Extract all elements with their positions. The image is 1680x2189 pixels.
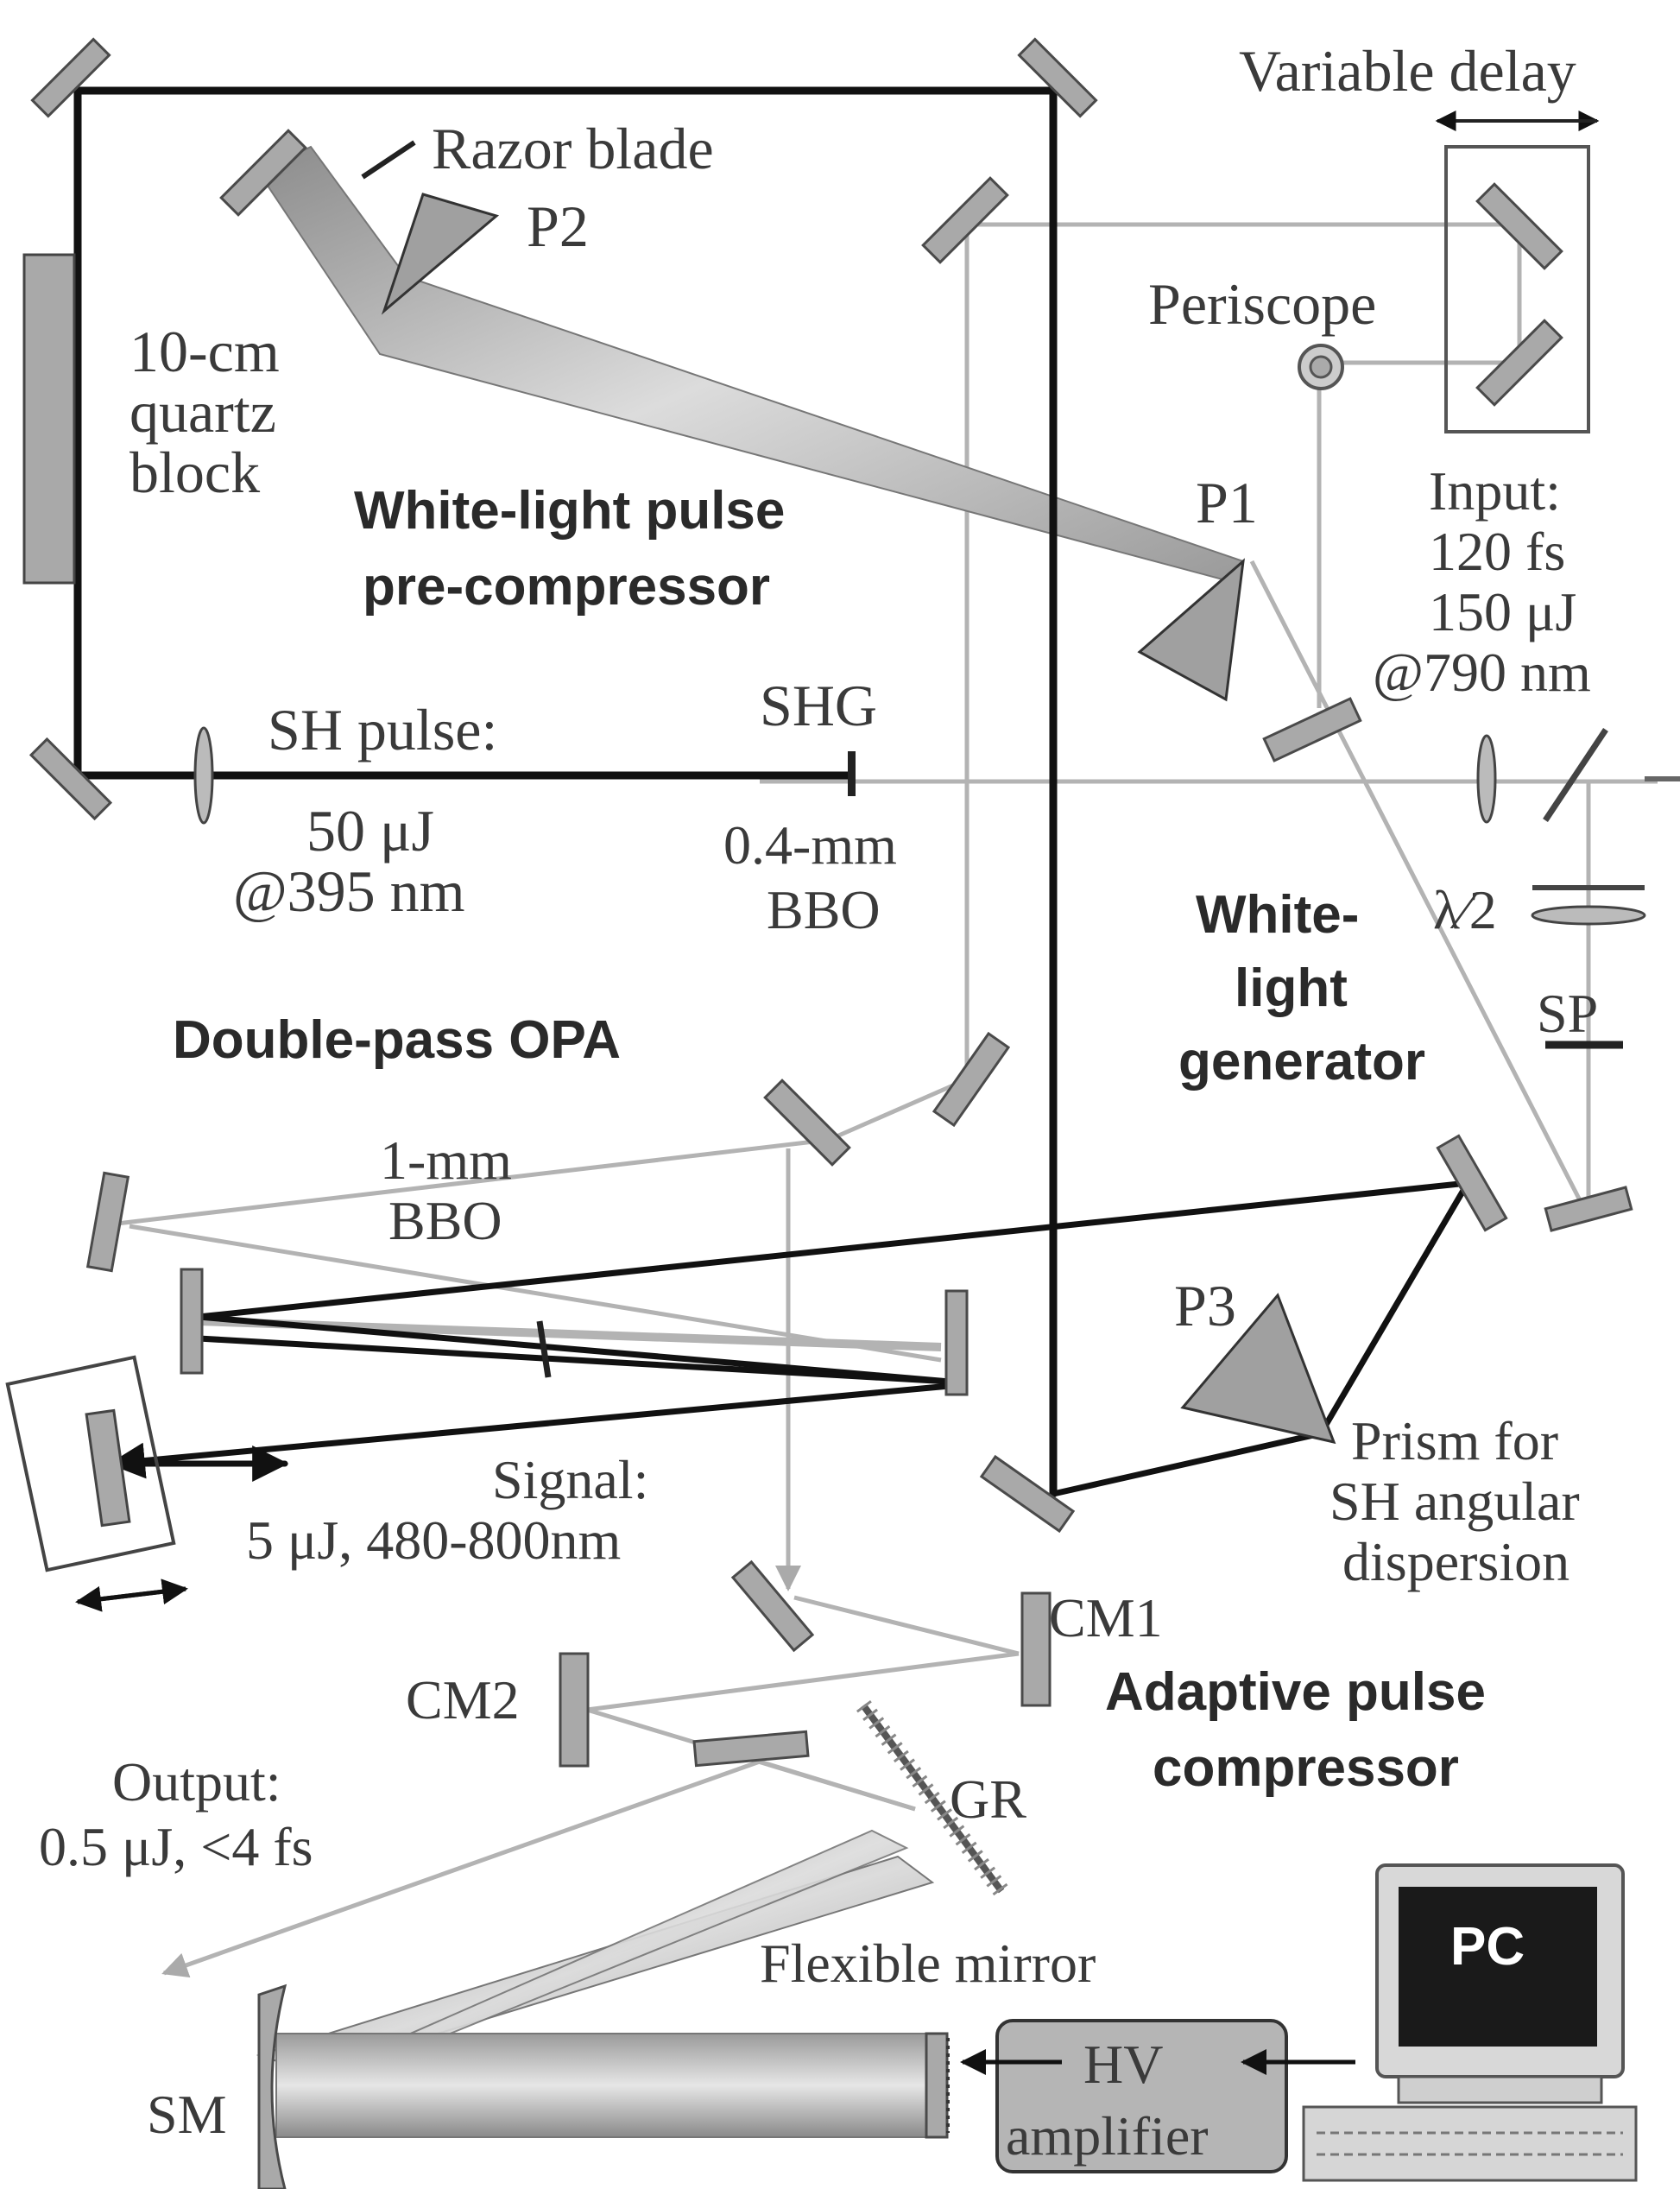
label-wlg-2: light bbox=[1235, 958, 1348, 1018]
label-prism-sh-2: SH angular bbox=[1329, 1471, 1580, 1532]
mirror-p2-retro bbox=[219, 129, 307, 217]
label-half-wave: λ⁄2 bbox=[1433, 879, 1497, 940]
label-quartz-3: block bbox=[129, 440, 260, 505]
label-input-4: @790 nm bbox=[1373, 642, 1591, 703]
label-bbo-1-2: BBO bbox=[388, 1190, 502, 1251]
pc-keyboard bbox=[1302, 2105, 1638, 2182]
hv-amplifier-box bbox=[995, 2019, 1288, 2173]
lens-input bbox=[1476, 734, 1497, 824]
prism-p3 bbox=[1180, 1293, 1336, 1445]
mirror-opa-curved-left bbox=[180, 1268, 204, 1375]
label-hv-1: HV bbox=[1083, 2034, 1163, 2095]
label-input-1: Input: bbox=[1429, 460, 1561, 522]
label-output-1: Output: bbox=[112, 1751, 281, 1813]
mirror-opa-stage bbox=[85, 1408, 131, 1528]
label-opa: Double-pass OPA bbox=[173, 1010, 621, 1070]
label-pc: PC bbox=[1450, 1917, 1525, 1977]
label-variable-delay: Variable delay bbox=[1239, 38, 1576, 104]
label-sh-pulse: SH pulse: bbox=[268, 697, 497, 762]
mirror-opa-pump-in bbox=[932, 1031, 1011, 1128]
label-hv-2: amplifier bbox=[1006, 2105, 1209, 2167]
label-flex-mirror: Flexible mirror bbox=[760, 1933, 1096, 1994]
label-signal-1: Signal: bbox=[492, 1449, 648, 1510]
quartz-block bbox=[22, 253, 76, 585]
label-precompressor-1: White-light pulse bbox=[354, 481, 785, 541]
label-apc-1: Adaptive pulse bbox=[1105, 1662, 1486, 1722]
label-input-2: 120 fs bbox=[1429, 521, 1565, 582]
beamsplitter-input bbox=[1543, 728, 1608, 822]
label-precompressor-2: pre-compressor bbox=[363, 557, 770, 617]
mirror-sm bbox=[257, 1983, 287, 2189]
text-labels: Variable delay Razor blade P2 Periscope … bbox=[39, 38, 1598, 2167]
adaptive-compressor-beams bbox=[256, 1829, 935, 2138]
label-sm: SM bbox=[147, 2084, 227, 2145]
label-p1: P1 bbox=[1196, 470, 1258, 535]
mirror-top-left bbox=[30, 37, 111, 118]
label-quartz-1: 10-cm bbox=[129, 319, 280, 384]
mirror-top-right bbox=[1017, 37, 1098, 118]
mirror-opa-curved-right bbox=[944, 1289, 969, 1396]
label-cm1: CM1 bbox=[1049, 1587, 1163, 1648]
prisms bbox=[381, 193, 1336, 1445]
label-sh-energy: 50 μJ bbox=[306, 798, 434, 864]
mirror-delay-feed bbox=[921, 176, 1009, 264]
mirror-sh-fold bbox=[1436, 1134, 1508, 1232]
lens-wlg bbox=[1531, 905, 1646, 926]
mirror-delay-1 bbox=[1475, 182, 1563, 270]
mirror-sh-bottom bbox=[979, 1454, 1076, 1534]
label-quartz-2: quartz bbox=[129, 379, 276, 445]
label-prism-sh-3: dispersion bbox=[1342, 1531, 1569, 1592]
mirrors bbox=[28, 37, 1633, 2189]
lenses-and-crystals bbox=[22, 253, 1680, 1378]
label-sh-wavelength: @395 nm bbox=[233, 858, 465, 924]
label-bbo-04-2: BBO bbox=[767, 879, 881, 940]
opa-bbo-crystal bbox=[536, 1320, 552, 1378]
label-periscope: Periscope bbox=[1148, 271, 1376, 337]
label-input-3: 150 μJ bbox=[1429, 581, 1576, 642]
shg-crystal bbox=[848, 751, 856, 796]
prism-p1 bbox=[1137, 558, 1245, 702]
mirror-signal-out bbox=[730, 1560, 815, 1653]
mirror-pickoff bbox=[692, 1730, 810, 1768]
label-gr: GR bbox=[950, 1768, 1026, 1830]
label-apc-2: compressor bbox=[1153, 1738, 1459, 1798]
razor-blade-icon bbox=[361, 140, 416, 180]
prism-p2 bbox=[381, 193, 500, 315]
label-wlg-3: generator bbox=[1178, 1032, 1425, 1091]
label-output-2: 0.5 μJ, <4 fs bbox=[39, 1816, 313, 1877]
label-p3: P3 bbox=[1174, 1273, 1236, 1338]
mirror-opa-dichroic bbox=[763, 1079, 851, 1167]
variable-delay-stage bbox=[1435, 111, 1600, 433]
label-cm2: CM2 bbox=[406, 1669, 520, 1730]
label-prism-sh-1: Prism for bbox=[1351, 1410, 1558, 1471]
mirror-sh-bottom-left bbox=[28, 737, 113, 821]
label-sp: SP bbox=[1537, 983, 1598, 1044]
pc-icon bbox=[1302, 1863, 1638, 2182]
pc-screen bbox=[1399, 1887, 1597, 2047]
flexible-mirror bbox=[925, 2032, 949, 2139]
label-wlg-1: White- bbox=[1196, 885, 1359, 945]
label-shg: SHG bbox=[760, 673, 877, 738]
mirror-cm1 bbox=[1020, 1591, 1052, 1707]
label-bbo-1-1: 1-mm bbox=[380, 1129, 512, 1191]
grating-gr bbox=[856, 1700, 1009, 1896]
label-bbo-04-1: 0.4-mm bbox=[723, 814, 897, 876]
mirror-opa-end bbox=[85, 1171, 130, 1273]
label-razor-blade: Razor blade bbox=[432, 116, 714, 181]
mirror-cm2 bbox=[559, 1652, 590, 1768]
mirror-wlg-focus bbox=[1544, 1186, 1633, 1232]
label-signal-2: 5 μJ, 480-800nm bbox=[246, 1509, 621, 1571]
opa-translation-stage bbox=[5, 1355, 188, 1612]
label-p2: P2 bbox=[527, 193, 589, 259]
mirror-periscope-out bbox=[1262, 697, 1362, 762]
lens-sh bbox=[193, 726, 214, 825]
mirror-delay-2 bbox=[1475, 319, 1563, 407]
